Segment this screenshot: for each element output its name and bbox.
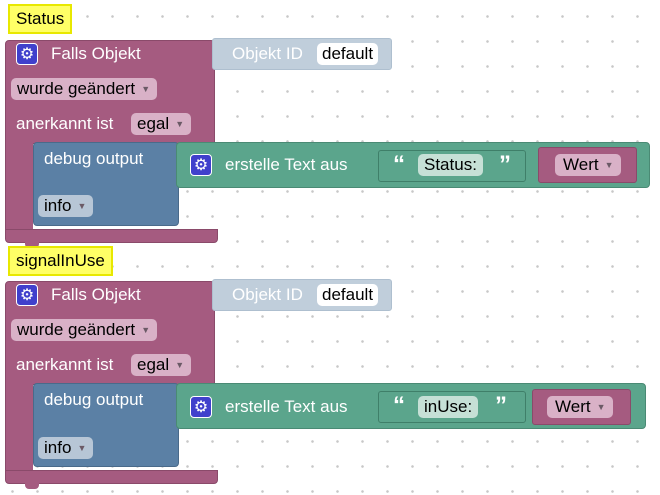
object-id-value[interactable]: default [317,43,379,65]
comment-bubble[interactable]: signalInUse [8,246,113,276]
ack-value: egal [137,355,170,374]
chevron-down-icon: ▼ [596,402,606,412]
trigger-label: Falls Objekt [51,285,141,304]
change-type-value: wurde geändert [17,320,136,339]
event-block-foot [5,470,218,484]
text-join-label: erstelle Text aus [225,397,348,416]
quote-open-icon: “ [393,392,405,419]
comment-text: signalInUse [16,251,105,270]
chevron-down-icon: ▼ [175,119,185,129]
event-block-rail [5,140,33,234]
event-block-foot [5,229,218,243]
change-type-dropdown[interactable]: wurde geändert ▼ [11,319,158,341]
gear-icon[interactable]: ⚙ [16,284,38,306]
trigger-value-dropdown[interactable]: Wert ▼ [547,396,613,418]
log-level-dropdown[interactable]: info ▼ [38,195,94,217]
ack-label: anerkannt ist [16,114,114,133]
comment-bubble[interactable]: Status [8,4,73,34]
change-type-dropdown[interactable]: wurde geändert ▼ [11,78,158,100]
next-connector [25,242,39,248]
chevron-down-icon: ▼ [141,325,151,335]
ack-label: anerkannt ist [16,355,114,374]
event-block-rail [5,381,33,475]
change-type-value: wurde geändert [17,79,136,98]
string-value[interactable]: Status: [418,154,483,176]
quote-close-icon: ” [499,151,511,178]
chevron-down-icon: ▼ [77,201,87,211]
ack-value: egal [137,114,170,133]
log-level-value: info [44,196,72,215]
quote-close-icon: ” [495,392,507,419]
object-id-label: Objekt ID [232,285,303,304]
ack-dropdown[interactable]: egal ▼ [131,354,192,376]
debug-label: debug output [44,390,144,409]
object-id-value[interactable]: default [317,284,379,306]
gear-icon[interactable]: ⚙ [190,154,212,176]
string-value[interactable]: inUse: [418,396,479,418]
chevron-down-icon: ▼ [77,443,87,453]
gear-icon[interactable]: ⚙ [16,43,38,65]
trigger-label: Falls Objekt [51,44,141,63]
debug-label: debug output [44,149,144,168]
text-join-label: erstelle Text aus [225,155,348,174]
next-connector [25,483,39,489]
trigger-value-option: Wert [555,397,591,416]
log-level-dropdown[interactable]: info ▼ [38,437,94,459]
trigger-value-option: Wert [563,155,599,174]
comment-text: Status [16,9,65,28]
object-id-label: Objekt ID [232,44,303,63]
quote-open-icon: “ [393,151,405,178]
chevron-down-icon: ▼ [604,160,614,170]
chevron-down-icon: ▼ [175,360,185,370]
trigger-value-dropdown[interactable]: Wert ▼ [555,154,621,176]
gear-icon[interactable]: ⚙ [190,396,212,418]
ack-dropdown[interactable]: egal ▼ [131,113,192,135]
log-level-value: info [44,438,72,457]
chevron-down-icon: ▼ [141,84,151,94]
